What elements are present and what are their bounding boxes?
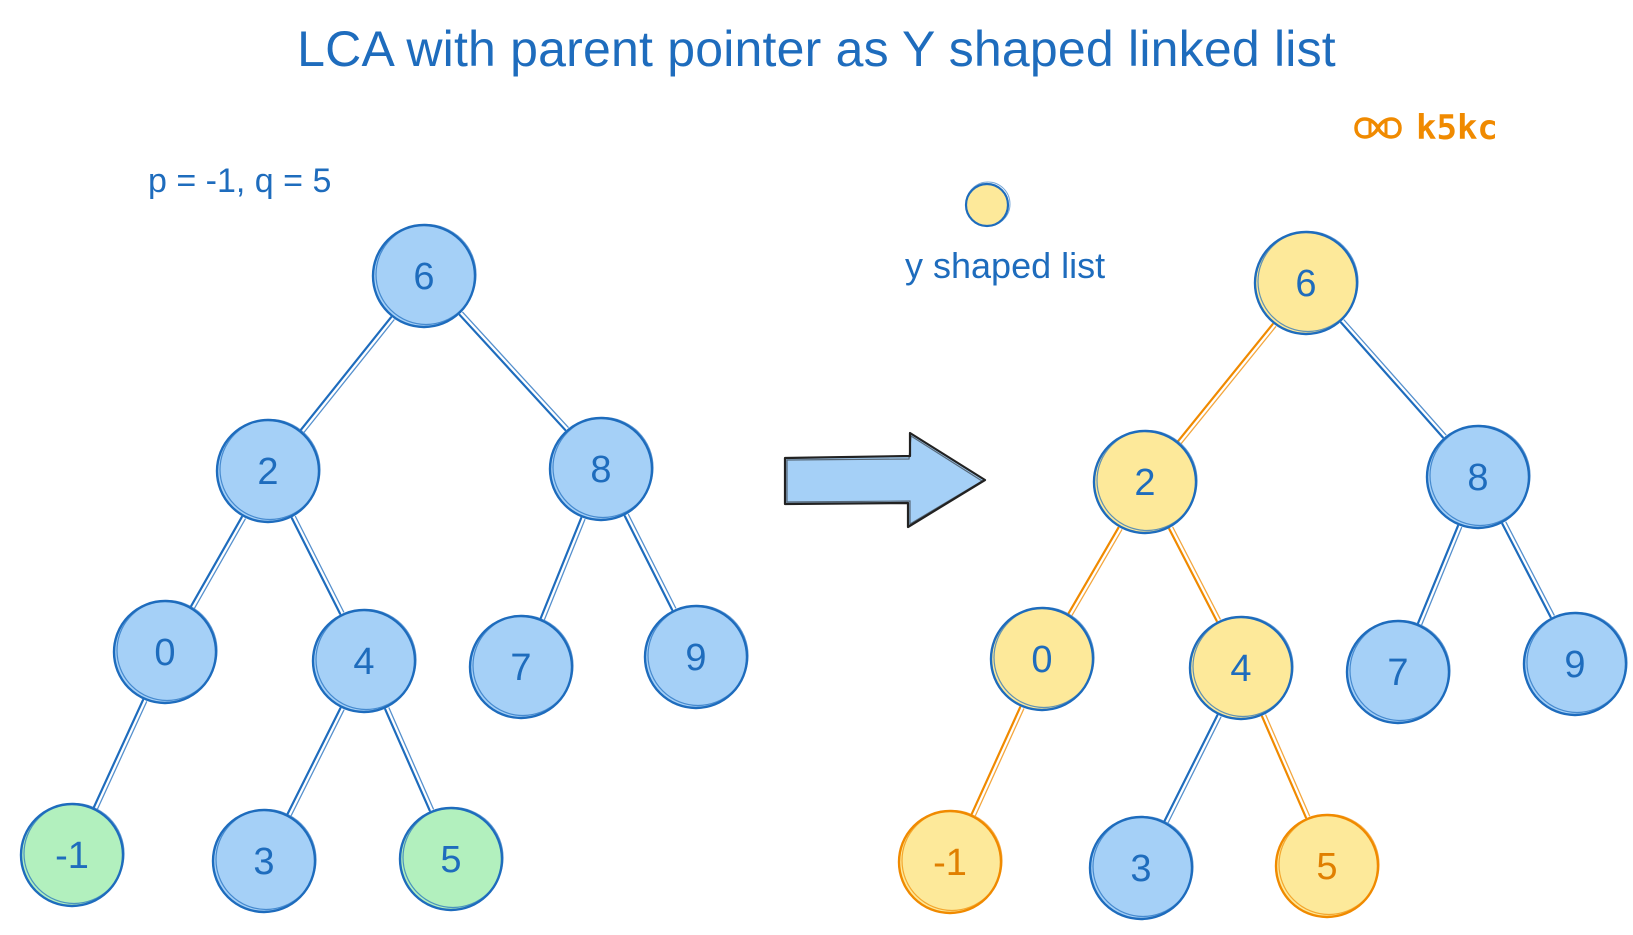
left-node-label-7: 7	[510, 647, 531, 689]
transform-arrow-icon	[783, 431, 987, 529]
left-edge-6-2	[300, 316, 392, 431]
right-node-0: 0	[989, 606, 1095, 712]
left-node-label-9: 9	[685, 637, 706, 679]
right-node-label-9: 9	[1564, 644, 1585, 686]
left-node-label-2: 2	[257, 451, 278, 493]
left-node-label-neg1: -1	[55, 835, 89, 877]
left-node-6: 6	[371, 223, 477, 329]
left-node-5: 5	[398, 806, 504, 912]
left-node-label-5: 5	[440, 839, 461, 881]
left-edge-6-8	[462, 311, 569, 428]
right-node-7: 7	[1345, 619, 1451, 725]
left-edge-4-3	[290, 709, 345, 817]
left-tree-nodes: 6 2 8 0 4 7 9 -1 3 5	[19, 223, 749, 914]
left-edge-4-3	[286, 707, 342, 815]
left-node-label-8: 8	[590, 449, 611, 491]
right-edge-2-4	[1172, 526, 1221, 620]
right-node-neg1: -1	[897, 809, 1003, 915]
left-node-2: 2	[215, 418, 321, 524]
right-edge-4-5	[1265, 714, 1311, 817]
right-node-label-3: 3	[1130, 848, 1151, 890]
right-node-label-8: 8	[1467, 457, 1488, 499]
left-edge-2-0	[190, 515, 243, 608]
left-node-9: 9	[643, 604, 749, 710]
left-edge-8-9	[623, 515, 674, 611]
left-edge-2-4	[290, 517, 342, 615]
left-tree-edges	[92, 311, 677, 817]
right-node-9: 9	[1522, 611, 1628, 717]
page-title: LCA with parent pointer as Y shaped link…	[297, 21, 1336, 77]
right-node-label-0: 0	[1031, 639, 1052, 681]
left-edge-6-8	[458, 313, 567, 432]
right-edge-6-2	[1180, 326, 1277, 444]
right-edge-6-8	[1343, 319, 1447, 436]
legend-label: y shaped list	[905, 245, 1106, 286]
right-node-3: 3	[1088, 815, 1194, 921]
left-edge-4-5	[384, 708, 431, 812]
left-edge-6-2	[303, 319, 395, 433]
legend-swatch-yellow	[964, 181, 1011, 228]
left-node-8: 8	[548, 416, 654, 522]
left-node-label-4: 4	[353, 641, 374, 683]
right-tree-nodes: 6 2 8 0 4 7 9 -1 3 5	[897, 230, 1628, 921]
right-edge-0-neg1	[970, 706, 1022, 815]
left-node-label-3: 3	[253, 841, 274, 883]
left-edge-0-neg1	[92, 699, 145, 808]
right-node-6: 6	[1253, 230, 1359, 336]
left-node-label-0: 0	[154, 632, 175, 674]
left-node-0: 0	[112, 599, 218, 705]
right-edge-6-2	[1177, 323, 1274, 442]
right-node-2: 2	[1092, 429, 1198, 535]
right-tree-edges	[970, 319, 1555, 824]
left-node-4: 4	[311, 608, 417, 714]
left-edge-2-0	[194, 518, 246, 609]
right-edge-8-7	[1421, 526, 1463, 626]
right-edge-8-9	[1501, 522, 1552, 619]
left-edge-4-5	[388, 707, 434, 810]
right-node-4: 4	[1188, 615, 1294, 721]
left-node-7: 7	[468, 614, 574, 720]
right-edge-8-9	[1505, 521, 1555, 616]
right-node-label-4: 4	[1230, 648, 1251, 690]
infinity-logo-icon	[1354, 117, 1402, 139]
left-node-neg1: -1	[19, 802, 125, 908]
left-edge-2-4	[294, 515, 345, 613]
left-node-3: 3	[211, 808, 317, 914]
right-node-5: 5	[1274, 813, 1380, 919]
brand-logo: k5kc	[1350, 108, 1498, 148]
right-edge-2-0	[1071, 529, 1123, 616]
right-node-label-5: 5	[1316, 846, 1337, 888]
right-edge-4-3	[1167, 716, 1222, 824]
right-node-8: 8	[1425, 424, 1531, 530]
right-node-label-7: 7	[1387, 652, 1408, 694]
left-edge-8-7	[543, 518, 586, 621]
right-edge-2-4	[1168, 527, 1218, 623]
right-edge-8-7	[1417, 524, 1459, 625]
right-edge-4-5	[1261, 715, 1307, 819]
query-params: p = -1, q = 5	[148, 162, 332, 200]
brand-text: k5kc	[1416, 108, 1498, 148]
right-node-label-neg1: -1	[933, 842, 967, 884]
left-edge-8-9	[627, 513, 677, 609]
right-edge-2-0	[1067, 526, 1120, 615]
left-edge-0-neg1	[97, 701, 148, 810]
left-node-label-6: 6	[413, 256, 434, 298]
right-node-label-2: 2	[1134, 462, 1155, 504]
left-edge-8-7	[539, 517, 583, 619]
right-node-label-6: 6	[1295, 263, 1316, 305]
right-edge-6-8	[1340, 321, 1444, 439]
right-edge-0-neg1	[974, 708, 1025, 817]
right-edge-4-3	[1163, 714, 1219, 822]
